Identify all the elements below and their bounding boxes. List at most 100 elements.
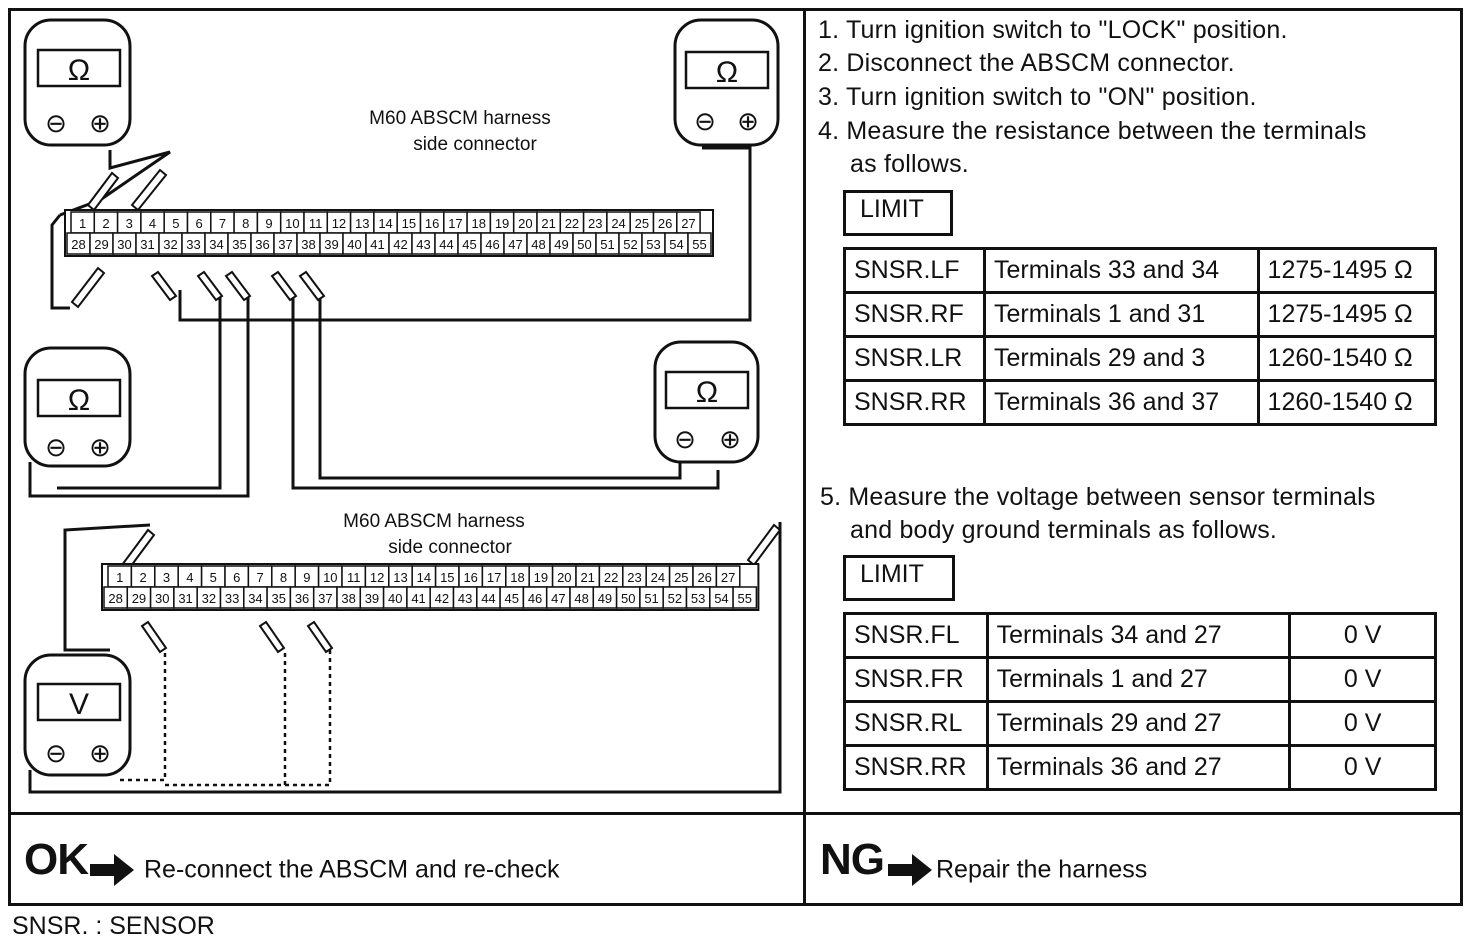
pin-number: 28: [71, 237, 85, 252]
footnote: SNSR. : SENSOR: [12, 912, 215, 940]
pin-number: 22: [604, 570, 618, 585]
pin-number: 4: [186, 570, 193, 585]
pin-number: 4: [149, 216, 156, 231]
plus-terminal-icon: ⊕: [89, 432, 111, 462]
connector-label-top: M60 ABSCM harness: [369, 108, 551, 129]
outer-frame: [8, 8, 1463, 906]
pin-number: 13: [393, 570, 407, 585]
ohmmeter-middle-right: Ω ⊖ ⊕: [653, 340, 760, 464]
pin-number: 5: [172, 216, 179, 231]
pin-number: 51: [600, 237, 614, 252]
minus-terminal-icon: ⊖: [45, 432, 67, 462]
limit-label-voltage: LIMIT: [843, 555, 955, 601]
pin-number: 42: [435, 591, 449, 606]
pin-number: 39: [365, 591, 379, 606]
pin-number: 3: [163, 570, 170, 585]
pin-number: 25: [674, 570, 688, 585]
sensor-cell: SNSR.RL: [843, 700, 989, 747]
pin-number: 6: [233, 570, 240, 585]
pin-number: 41: [370, 237, 384, 252]
pin-number: 29: [132, 591, 146, 606]
column-divider: [803, 8, 806, 906]
pin-number: 40: [347, 237, 361, 252]
ng-text: Repair the harness: [936, 855, 1148, 884]
arrow-right-icon: [90, 853, 134, 886]
pin-number: 48: [574, 591, 588, 606]
pin-number: 49: [554, 237, 568, 252]
pin-number: 42: [393, 237, 407, 252]
connector-pin: [732, 586, 758, 609]
pin-number: 15: [440, 570, 454, 585]
pin-number: 20: [518, 216, 532, 231]
ohm-symbol: Ω: [696, 376, 718, 409]
terminals-cell: Terminals 29 and 3: [983, 335, 1260, 382]
pin-number: 50: [621, 591, 635, 606]
pin-number: 17: [448, 216, 462, 231]
step-5-continued: and body ground terminals as follows.: [850, 516, 1278, 544]
probe-tip: [270, 270, 298, 302]
sensor-cell: SNSR.LF: [843, 247, 986, 294]
probe-tip: [70, 266, 106, 309]
ok-label: OK: [24, 835, 89, 884]
step-3: 3. Turn ignition switch to "ON" position…: [818, 83, 1257, 111]
pin-number: 39: [324, 237, 338, 252]
pin-number: 45: [462, 237, 476, 252]
ohmmeter-top-right: Ω ⊖ ⊕: [673, 18, 780, 147]
minus-terminal-icon: ⊖: [694, 106, 716, 136]
pin-number: 7: [219, 216, 226, 231]
pin-number: 8: [242, 216, 249, 231]
volt-symbol: V: [69, 688, 89, 721]
pin-number: 44: [439, 237, 453, 252]
terminals-cell: Terminals 1 and 31: [983, 291, 1260, 338]
pin-number: 37: [318, 591, 332, 606]
pin-number: 47: [551, 591, 565, 606]
pin-number: 52: [668, 591, 682, 606]
limit-cell: 0 V: [1288, 744, 1437, 791]
limit-cell: 0 V: [1288, 700, 1437, 747]
step-2: 2. Disconnect the ABSCM connector.: [818, 49, 1235, 77]
pin-number: 45: [505, 591, 519, 606]
sensor-cell: SNSR.FL: [843, 612, 989, 659]
pin-number: 55: [738, 591, 752, 606]
pin-number: 16: [425, 216, 439, 231]
pin-number: 34: [248, 591, 262, 606]
pin-number: 5: [210, 570, 217, 585]
pin-number: 23: [627, 570, 641, 585]
sensor-cell: SNSR.RR: [843, 379, 986, 426]
pin-number: 15: [402, 216, 416, 231]
connector-label-bottom: M60 ABSCM harness: [343, 511, 525, 532]
pin-number: 27: [721, 570, 735, 585]
pin-number: 9: [265, 216, 272, 231]
arrow-right-icon: [888, 853, 932, 886]
pin-number: 40: [388, 591, 402, 606]
pin-number: 43: [416, 237, 430, 252]
pin-number: 33: [186, 237, 200, 252]
pin-number: 47: [508, 237, 522, 252]
pin-number: 11: [309, 216, 323, 231]
ohm-symbol: Ω: [68, 384, 90, 417]
limit-cell: 0 V: [1288, 656, 1437, 703]
sensor-cell: SNSR.RF: [843, 291, 986, 338]
pin-number: 36: [295, 591, 309, 606]
probe-tip: [196, 270, 224, 302]
step-4: 4. Measure the resistance between the te…: [818, 117, 1367, 145]
ng-label: NG: [820, 835, 885, 884]
probe-tip: [130, 168, 168, 212]
step-5: 5. Measure the voltage between sensor te…: [820, 483, 1376, 511]
pin-number: 2: [139, 570, 146, 585]
pin-number: 49: [598, 591, 612, 606]
sensor-cell: SNSR.LR: [843, 335, 986, 382]
pin-number: 11: [347, 570, 361, 585]
pin-number: 55: [692, 237, 706, 252]
pin-number: 8: [280, 570, 287, 585]
pin-number: 34: [209, 237, 223, 252]
pin-number: 1: [116, 570, 123, 585]
ng-result: NG Repair the harness: [820, 835, 1147, 888]
pin-number: 27: [681, 216, 695, 231]
